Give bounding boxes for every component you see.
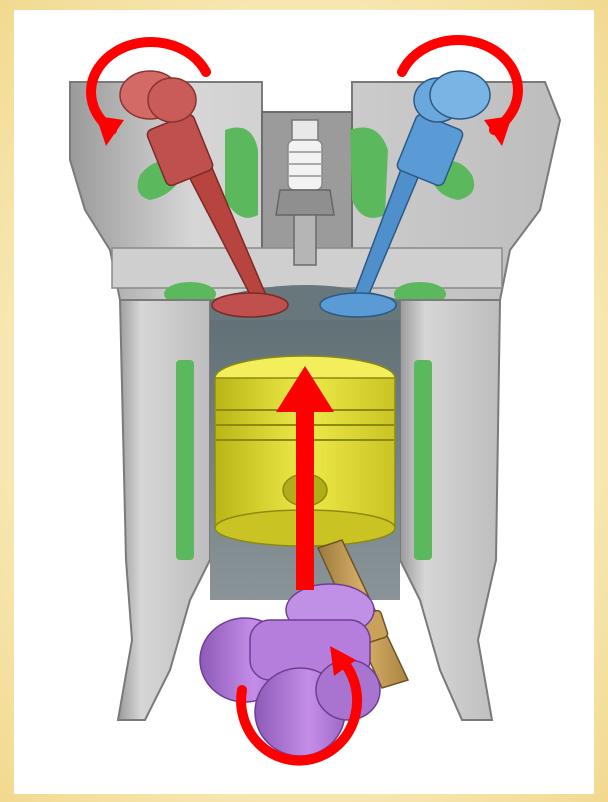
right-coolant-jacket [414,360,432,560]
exhaust-camshaft [414,71,490,122]
left-coolant-jacket [176,360,194,560]
intake-camshaft [120,71,196,122]
